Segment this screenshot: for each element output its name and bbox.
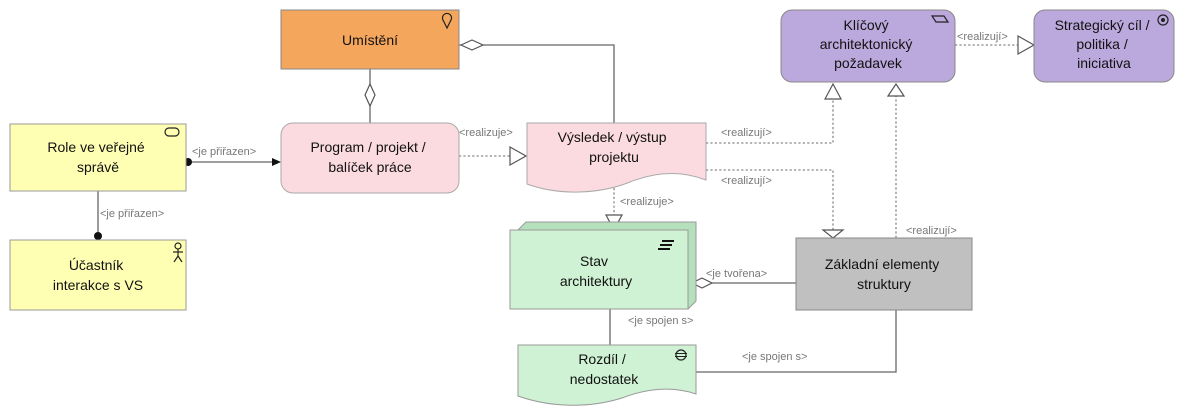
node-ucastnik[interactable]: Účastník interakce s VS xyxy=(9,239,187,311)
node-label-klicovy: Klíčový architektonický požadavek xyxy=(820,17,916,71)
edge-zakladni-klicovy xyxy=(886,82,906,238)
edge-label-vysledek-stav: <realizuje> xyxy=(620,196,674,208)
plateau-bars-icon xyxy=(658,240,674,250)
node-label-strategicky: Strategický cíl / politika / iniciativa xyxy=(1055,17,1154,71)
node-label-ucastnik: Účastník interakce s VS xyxy=(53,257,143,293)
edge-zakladni-rozdil xyxy=(696,310,897,373)
node-vysledek[interactable]: Výsledek / výstup projektu xyxy=(526,122,707,193)
edge-program-vysledek xyxy=(459,145,528,167)
node-label-role: Role ve veřejné správě xyxy=(47,139,148,175)
node-label-zakladni: Základní elementy struktury xyxy=(825,256,943,292)
edge-label-zakladni-rozdil: <je spojen s> xyxy=(742,351,807,363)
node-strategicky[interactable]: Strategický cíl / politika / iniciativa xyxy=(1033,9,1175,83)
requirement-parallelogram-icon xyxy=(930,15,950,23)
node-label-vysledek: Výsledek / výstup projektu xyxy=(558,129,671,165)
edge-umisteni-vysledek xyxy=(459,39,615,123)
goal-target-icon xyxy=(1157,14,1169,26)
node-stav[interactable]: Stav architektury xyxy=(509,221,697,310)
edge-label-klicovy-strategicky: <realizují> xyxy=(957,31,1008,43)
node-role[interactable]: Role ve veřejné správě xyxy=(9,123,187,192)
actor-stick-figure-icon xyxy=(173,242,183,263)
node-label-rozdil: Rozdíl / nedostatek xyxy=(570,351,639,387)
node-klicovy[interactable]: Klíčový architektonický požadavek xyxy=(780,9,956,83)
edge-label-stav-zakladni: <je tvořena> xyxy=(706,268,767,280)
edge-role-program xyxy=(184,158,281,166)
edge-label-program-vysledek: <realizuje> xyxy=(459,127,513,139)
edge-vysledek-zakladni xyxy=(706,169,845,239)
node-label-umisteni: Umístění xyxy=(342,32,398,48)
node-label-stav: Stav architektury xyxy=(560,253,632,289)
edge-label-ucastnik-role: <je přiřazen> xyxy=(100,208,164,220)
edge-label-zakladni-klicovy: <realizují> xyxy=(906,225,957,237)
edge-stav-zakladni xyxy=(690,277,796,289)
edge-label-role-program: <je přiřazen> xyxy=(192,146,256,158)
node-label-program: Program / projekt / balíček práce xyxy=(310,139,429,175)
node-umisteni[interactable]: Umístění xyxy=(280,9,460,70)
edge-label-vysledek-klicovy: <realizují> xyxy=(721,127,772,139)
node-zakladni[interactable]: Základní elementy struktury xyxy=(795,237,973,311)
edge-label-stav-rozdil: <je spojen s> xyxy=(628,315,693,327)
edge-label-vysledek-zakladni: <realizují> xyxy=(721,175,772,187)
node-rozdil[interactable]: Rozdíl / nedostatek xyxy=(517,344,697,406)
node-program[interactable]: Program / projekt / balíček práce xyxy=(280,122,460,194)
location-pin-icon xyxy=(441,12,453,30)
edge-vysledek-klicovy xyxy=(706,82,842,144)
edge-klicovy-strategicky xyxy=(955,34,1036,56)
role-cylinder-icon xyxy=(164,127,180,137)
edge-umisteni-program xyxy=(364,69,376,123)
gap-circle-icon xyxy=(675,349,687,361)
